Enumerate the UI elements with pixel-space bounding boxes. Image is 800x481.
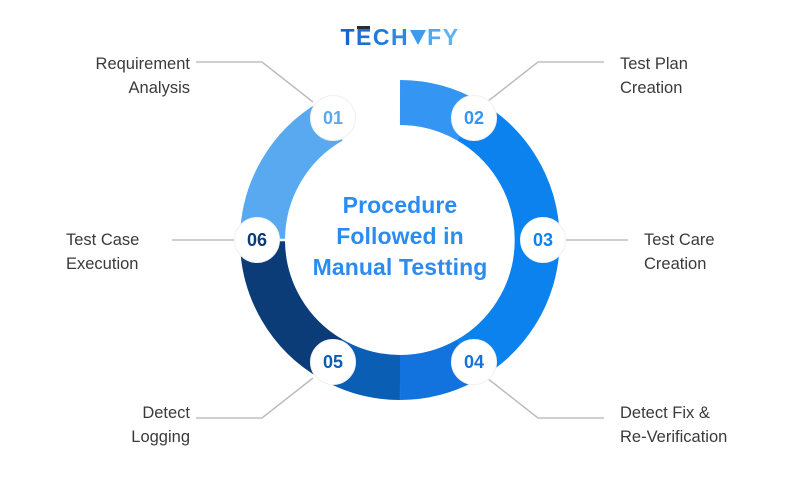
badge-label-05: 05 [323,352,343,372]
step-label-02-line-1: Test Plan [620,55,688,73]
step-label-01-line-1: Requirement [95,55,190,73]
step-label-03[interactable]: Test Care Creation [644,228,800,276]
connector-line-05 [196,377,314,419]
step-label-04[interactable]: Detect Fix & Re-Verification [620,401,800,449]
connector-lines [172,61,628,419]
step-label-05-line-1: Detect [142,404,190,422]
logo-letter-y: Y [442,24,460,50]
step-label-02-line-2: Creation [620,79,683,97]
connector-line-04 [486,377,604,419]
badge-label-03: 03 [533,230,553,250]
logo-bar-icon [357,26,371,29]
badge-label-06: 06 [247,230,267,250]
logo-letter-t: T [340,24,357,50]
badge-06[interactable]: 06 [234,217,280,263]
step-label-01-line-2: Analysis [128,79,190,97]
badge-04[interactable]: 04 [451,339,497,385]
badge-label-02: 02 [464,108,484,128]
step-label-03-line-1: Test Care [644,231,715,249]
step-label-02[interactable]: Test Plan Creation [620,52,800,100]
logo-letter-e: E [356,24,373,50]
badge-label-04: 04 [464,352,484,372]
badge-01[interactable]: 01 [310,95,356,141]
logo-letter-e-glyph: E [356,24,373,50]
step-label-03-line-2: Creation [644,255,707,273]
step-label-04-line-2: Re-Verification [620,428,728,446]
logo-letter-h: H [391,24,410,50]
connector-line-01 [196,61,314,103]
step-label-04-line-1: Detect Fix & [620,404,710,422]
connector-line-02 [486,61,604,103]
step-badges: 01 02 03 04 05 06 [234,95,566,385]
badge-02[interactable]: 02 [451,95,497,141]
center-title: Procedure Followed in Manual Testting [285,190,515,283]
step-label-05-line-2: Logging [131,428,190,446]
step-label-06-line-2: Execution [66,255,139,273]
logo-triangle-v-icon [410,29,427,45]
center-title-line-3: Manual Testting [312,254,488,280]
center-title-line-1: Procedure [342,192,458,218]
logo-letter-f: F [427,24,443,50]
step-label-06[interactable]: Test Case Execution [66,228,226,276]
step-label-06-line-1: Test Case [66,231,140,249]
logo-letter-c: C [372,24,391,50]
badge-label-01: 01 [323,108,343,128]
step-label-05[interactable]: Detect Logging [0,401,190,449]
center-title-line-2: Followed in [336,223,464,249]
badge-03[interactable]: 03 [520,217,566,263]
badge-05[interactable]: 05 [310,339,356,385]
step-label-01[interactable]: Requirement Analysis [0,52,190,100]
